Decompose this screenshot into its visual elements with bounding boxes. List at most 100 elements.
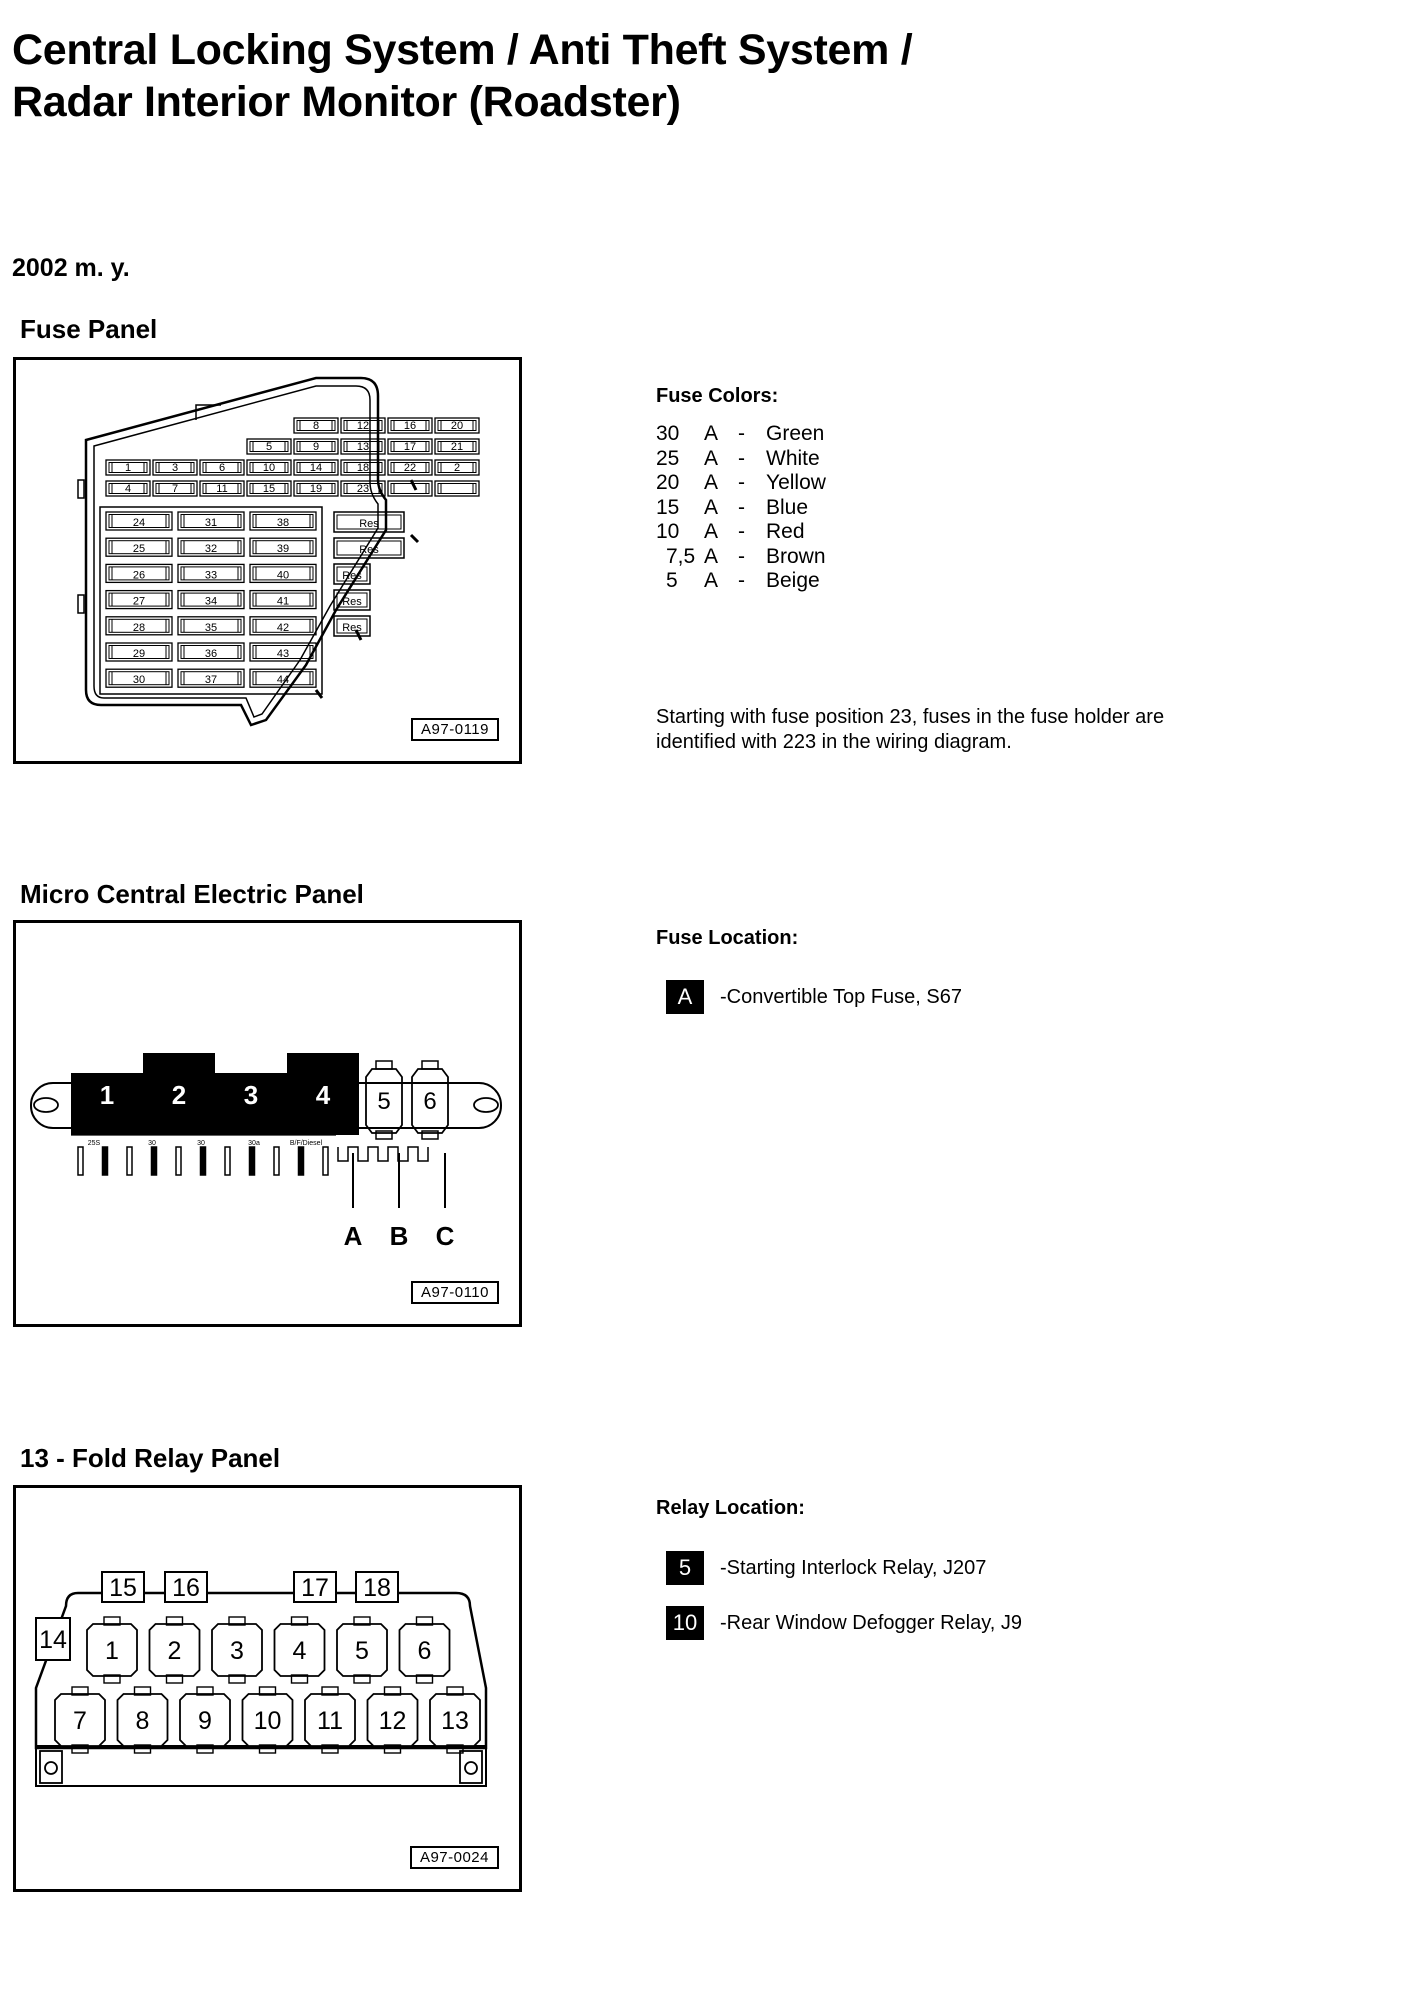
res-slot: Res (333, 563, 371, 585)
fuse-unit: A (704, 495, 719, 519)
fuse-slot: 24 (105, 511, 173, 531)
fuse-label: 16 (404, 420, 416, 432)
fuse-dash: - (738, 544, 745, 568)
fuse-color-name: Beige (766, 569, 820, 592)
relay-slot: 9 (179, 1686, 231, 1754)
fuse-label: 2 (454, 462, 460, 474)
relay-slot: 12 (366, 1686, 419, 1754)
fuse-slot: 33 (177, 563, 245, 584)
relay-label: 10 (254, 1707, 282, 1735)
relay-location-heading: Relay Location: (656, 1497, 805, 1519)
fuse-slot: 7 (152, 480, 198, 497)
fuse-slot: 8 (293, 417, 339, 434)
fuse-slot: 42 (249, 616, 317, 636)
fuse-dash: - (738, 520, 745, 543)
micro-panel-ref: A97-0110 (411, 1281, 499, 1304)
fuse-dash: - (738, 422, 745, 445)
fuse-amp: 15 (656, 495, 680, 519)
fuse-slot: 6 (199, 459, 245, 476)
fuse-amp: 30 (656, 422, 680, 445)
fuse-slot: 14 (293, 459, 339, 476)
relay-location-badge: 10 (666, 1606, 704, 1640)
micro-fuse-dark: 3 (215, 1073, 287, 1135)
relay-label: 1 (105, 1637, 119, 1665)
relay-location-text: -Starting Interlock Relay, J207 (720, 1556, 987, 1579)
micro-small-label: 25S (88, 1140, 101, 1147)
fuse-panel-title: Fuse Panel (20, 314, 158, 344)
fuse-slot: 27 (105, 589, 173, 610)
fuse-slot: 5 (246, 438, 292, 455)
res-slot: Res (333, 615, 371, 637)
res-label: Res (359, 544, 379, 556)
relay-label: 2 (168, 1637, 182, 1665)
relay-slot: 3 (211, 1616, 263, 1684)
micro-panel-title: Micro Central Electric Panel (20, 879, 364, 909)
fuse-slot: 41 (249, 589, 317, 610)
fuse-location-item: A -Convertible Top Fuse, S67 (666, 980, 962, 1014)
relay-label: 9 (198, 1707, 212, 1735)
micro-letter: C (436, 1221, 455, 1251)
fuse-slot: 37 (177, 668, 245, 688)
fuse-dash: - (738, 569, 745, 592)
fuse-label: 31 (205, 517, 217, 529)
fuse-slot: 34 (177, 589, 245, 610)
fuse-color-name: Blue (766, 495, 809, 519)
fuse-slot: 23 (340, 480, 386, 497)
micro-fuse-dark: 2 (143, 1053, 215, 1135)
fuse-label: 25 (133, 543, 145, 555)
fuse-label: 24 (133, 517, 145, 529)
fuse-slot: 43 (249, 642, 317, 662)
fuse-label: 19 (310, 483, 322, 495)
fuse-unit: A (704, 446, 719, 470)
relay-slot: 7 (54, 1686, 106, 1754)
fuse-slot: 32 (177, 537, 245, 557)
fuse-slot: 13 (340, 438, 386, 455)
fuse-label: 21 (451, 441, 463, 453)
fuse-slot: 9 (293, 438, 339, 455)
page-title: Central Locking System / Anti Theft Syst… (12, 24, 913, 128)
relay-label: 5 (355, 1637, 369, 1665)
relay-slot: 10 (241, 1686, 294, 1754)
relay-label: 13 (441, 1707, 469, 1735)
fuse-slot: 38 (249, 511, 317, 531)
fuse-label: 3 (172, 462, 178, 474)
fuse-panel-ref: A97-0119 (411, 718, 499, 741)
micro-pins (77, 1146, 429, 1176)
fuse-label: 1 (125, 462, 131, 474)
fuse-label: 7 (172, 483, 178, 495)
fuse-color-name: Red (766, 520, 805, 543)
fuse-slot: 12 (340, 417, 386, 434)
fuse-slot: 40 (249, 563, 317, 584)
fuse-slot: 22 (387, 459, 433, 476)
micro-letter: B (390, 1221, 409, 1251)
relay-label: 6 (418, 1637, 432, 1665)
fuse-slot: 26 (105, 563, 173, 584)
fuse-label: 37 (205, 674, 217, 686)
fuse-slot: 4 (105, 480, 151, 497)
fuse-slot: 2 (434, 459, 480, 476)
fuse-label: 4 (125, 483, 131, 495)
fuse-amp: 10 (656, 520, 680, 543)
fuse-label: 6 (219, 462, 225, 474)
relay-tab-label: 16 (172, 1574, 200, 1602)
fuse-slot: 19 (293, 480, 339, 497)
micro-small-label: 30 (148, 1140, 156, 1147)
relay-slot: 13 (429, 1686, 481, 1754)
micro-relay-label: 5 (377, 1088, 390, 1115)
relay-label: 11 (317, 1707, 343, 1735)
fuse-dash: - (738, 495, 745, 519)
relay-side-tab: 14 (35, 1617, 71, 1661)
fuse-label: 28 (133, 622, 145, 634)
fuse-unit: A (704, 471, 719, 494)
